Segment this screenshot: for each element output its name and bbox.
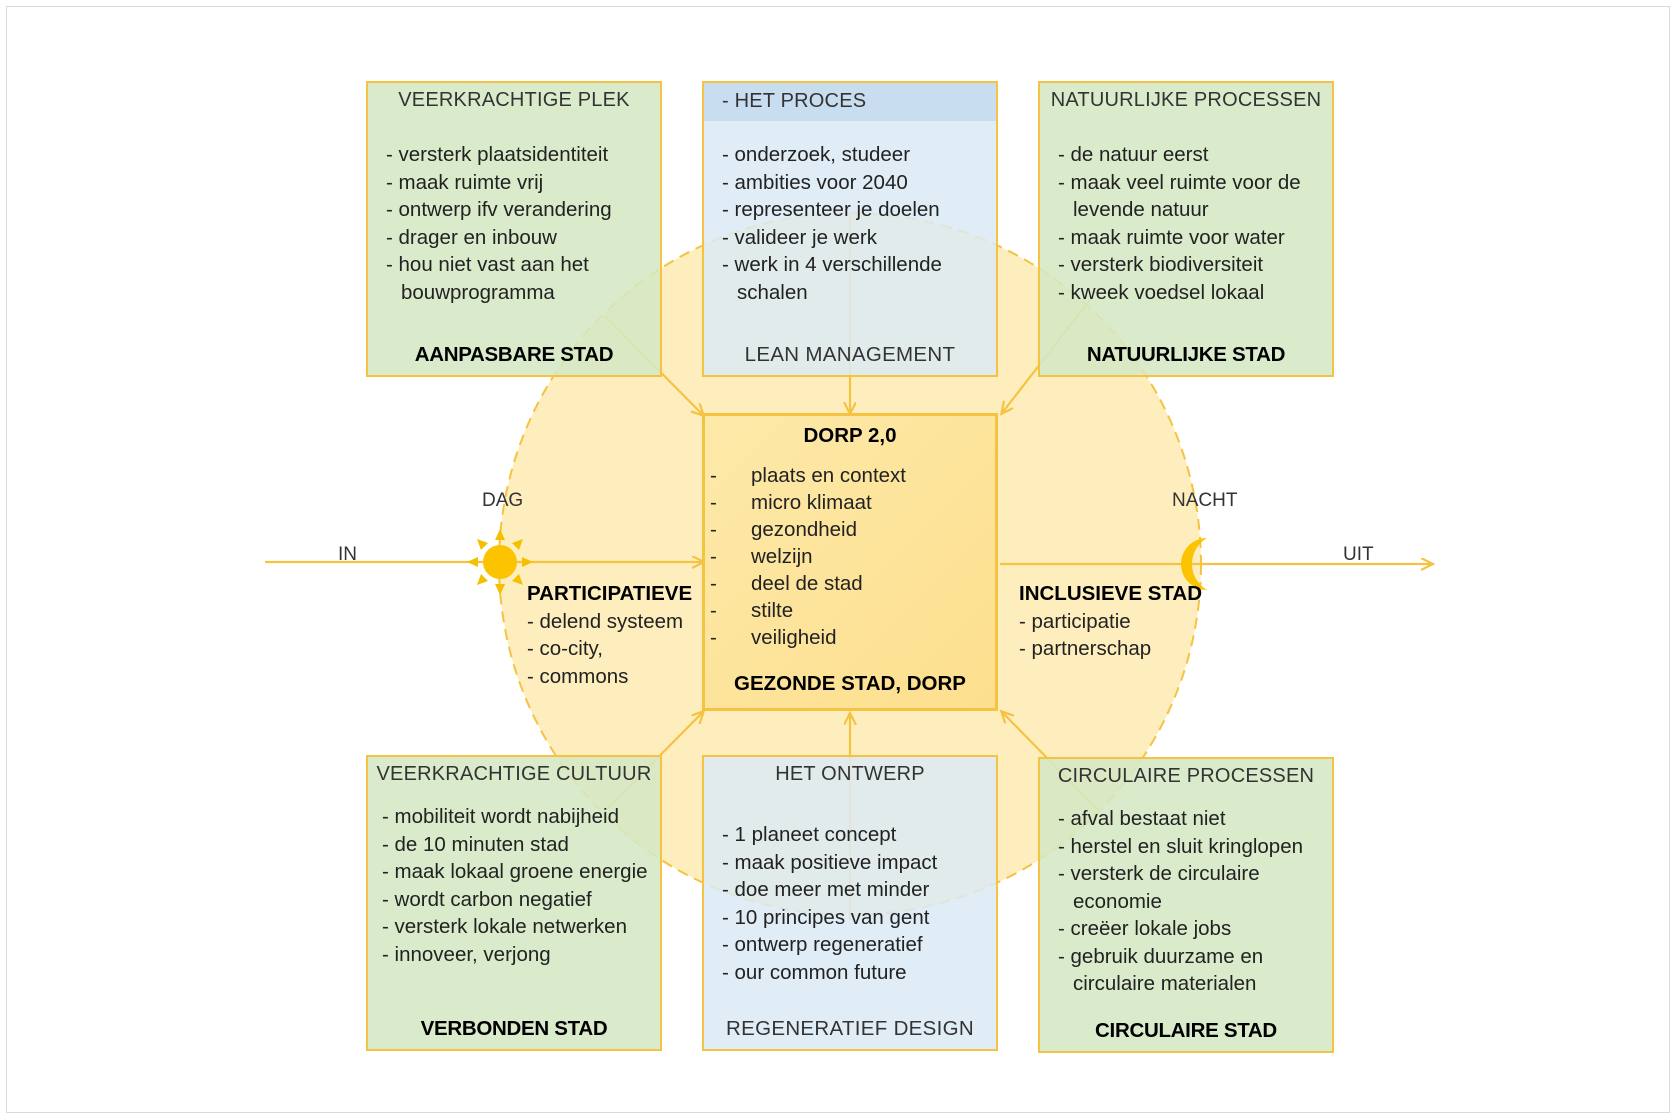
list-item: -gezondheid	[710, 518, 858, 541]
box-footer: NATUURLIJKE STAD	[1086, 343, 1286, 366]
side-heading: INCLUSIEVE STAD	[1019, 582, 1202, 605]
list-item: -deel de stad	[710, 572, 863, 595]
box-title: CIRCULAIRE PROCESSEN	[1057, 765, 1315, 787]
list-item: -plaats en context	[710, 464, 906, 487]
list-item: - herstel en sluit kringlopen	[1058, 834, 1303, 858]
list-item: - werk in 4 verschillende schalen	[722, 253, 942, 304]
dag-label: DAG	[482, 490, 524, 511]
item-list: - versterk plaatsidentiteit - maak ruimt…	[386, 141, 654, 306]
inclusieve-stad-block: INCLUSIEVE STAD - participatie - partner…	[1019, 580, 1202, 663]
participatieve-block: PARTICIPATIEVE - delend systeem - co-cit…	[527, 580, 692, 690]
list-item: -micro klimaat	[710, 491, 872, 514]
crescent-moon-icon	[1181, 538, 1207, 590]
list-item: - maak positieve impact	[722, 850, 938, 874]
list-item: - our common future	[722, 960, 907, 984]
item-list: -plaats en context -micro klimaat -gezon…	[710, 462, 989, 651]
item-list: - delend systeem - co-city, - commons	[527, 608, 692, 691]
list-item: - kweek voedsel lokaal	[1058, 280, 1265, 304]
list-item: - delend systeem	[527, 609, 684, 633]
box-het-proces: - HET PROCES - onderzoek, studeer - ambi…	[702, 81, 998, 377]
list-item: - co-city,	[527, 637, 603, 660]
list-item: - ontwerp ifv verandering	[386, 198, 612, 221]
list-item: - 10 principes van gent	[722, 905, 930, 929]
item-list: - 1 planeet concept - maak positieve imp…	[722, 821, 990, 986]
box-title: VEERKRACHTIGE CULTUUR	[376, 763, 652, 785]
box-footer: VERBONDEN STAD	[420, 1017, 608, 1040]
list-item: - creëer lokale jobs	[1058, 917, 1232, 940]
list-item: -stilte	[710, 599, 794, 622]
box-dorp-2-0: DORP 2,0 -plaats en context -micro klima…	[702, 413, 998, 711]
list-item: - maak ruimte voor water	[1058, 225, 1285, 249]
list-item: - versterk lokale netwerken	[382, 915, 627, 938]
box-footer: REGENERATIEF DESIGN	[726, 1017, 974, 1040]
item-list: - mobiliteit wordt nabijheid - de 10 min…	[382, 803, 654, 968]
list-item: - versterk plaatsidentiteit	[386, 143, 609, 166]
center-title: DORP 2,0	[803, 424, 897, 447]
list-item: - commons	[527, 664, 629, 688]
box-footer: CIRCULAIRE STAD	[1095, 1019, 1277, 1042]
box-title: VEERKRACHTIGE PLEK	[398, 89, 630, 111]
list-item: -veiligheid	[710, 626, 837, 649]
list-item: - innoveer, verjong	[382, 942, 551, 966]
box-title: NATUURLIJKE PROCESSEN	[1050, 89, 1322, 111]
in-label: IN	[338, 544, 357, 565]
list-item: - mobiliteit wordt nabijheid	[382, 805, 620, 828]
sun-icon	[467, 529, 533, 595]
list-item: - maak veel ruimte voor de levende natuu…	[1058, 170, 1301, 222]
box-veerkrachtige-cultuur: VEERKRACHTIGE CULTUUR - mobiliteit wordt…	[366, 755, 662, 1051]
nacht-label: NACHT	[1172, 490, 1238, 511]
center-footer: GEZONDE STAD, DORP	[734, 672, 966, 695]
list-item: - valideer je werk	[722, 225, 877, 249]
list-item: - 1 planeet concept	[722, 823, 897, 846]
list-item: - representeer je doelen	[722, 198, 940, 221]
figure-frame	[6, 6, 1670, 1113]
box-veerkrachtige-plek: VEERKRACHTIGE PLEK - versterk plaatsiden…	[366, 81, 662, 377]
box-het-ontwerp: HET ONTWERP - 1 planeet concept - maak p…	[702, 755, 998, 1051]
item-list: - onderzoek, studeer - ambities voor 204…	[722, 141, 990, 306]
box-circulaire-processen: CIRCULAIRE PROCESSEN - afval bestaat nie…	[1038, 757, 1334, 1053]
box-title: HET ONTWERP	[775, 763, 925, 785]
list-item: - ambities voor 2040	[722, 170, 908, 194]
list-item: - maak lokaal groene energie	[382, 860, 648, 883]
item-list: - de natuur eerst - maak veel ruimte voo…	[1058, 141, 1326, 306]
list-item: - gebruik duurzame en circulaire materia…	[1058, 944, 1264, 996]
box-title: - HET PROCES	[704, 83, 996, 121]
list-item: - de natuur eerst	[1058, 143, 1209, 166]
box-footer: AANPASBARE STAD	[414, 343, 614, 366]
list-item: - onderzoek, studeer	[722, 143, 911, 166]
side-heading: PARTICIPATIEVE	[527, 582, 693, 605]
list-item: - partnerschap	[1019, 637, 1152, 660]
list-item: - ontwerp regeneratief	[722, 933, 923, 956]
item-list: - afval bestaat niet - herstel en sluit …	[1058, 805, 1326, 998]
list-item: - afval bestaat niet	[1058, 807, 1226, 830]
list-item: - drager en inbouw	[386, 225, 557, 249]
list-item: - versterk de circulaire economie	[1058, 862, 1260, 913]
list-item: - hou niet vast aan het bouwprogramma	[386, 253, 589, 304]
list-item: - versterk biodiversiteit	[1058, 253, 1264, 276]
box-natuurlijke-processen: NATUURLIJKE PROCESSEN - de natuur eerst …	[1038, 81, 1334, 377]
list-item: - maak ruimte vrij	[386, 170, 544, 194]
list-item: - de 10 minuten stad	[382, 832, 569, 856]
list-item: - doe meer met minder	[722, 878, 930, 901]
item-list: - participatie - partnerschap	[1019, 608, 1202, 663]
list-item: -welzijn	[710, 545, 813, 568]
list-item: - wordt carbon negatief	[382, 887, 592, 911]
box-footer: LEAN MANAGEMENT	[744, 343, 956, 366]
uit-label: UIT	[1343, 544, 1374, 565]
list-item: - participatie	[1019, 609, 1131, 633]
